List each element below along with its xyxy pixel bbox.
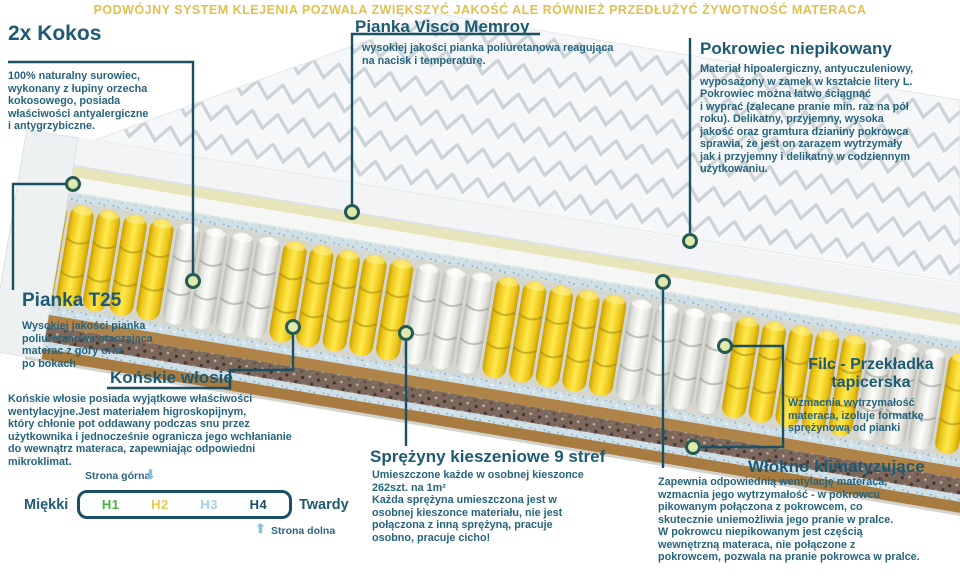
layer-fiber-lower: [27, 338, 960, 534]
callout-marker-visco: [344, 204, 360, 220]
section-konskie-body: Końskie włosie posiada wyjątkowe właściw…: [8, 393, 292, 468]
firmness-scale: H1 H2 H3 H4: [77, 490, 292, 519]
section-wlokno-title: Włókno klimatyzujące: [748, 457, 925, 476]
layer-top-foam: [57, 134, 960, 353]
layer-visco-foam: [55, 164, 960, 363]
top-side-note: Strona górna: [85, 470, 151, 482]
springs-yellow: [718, 312, 870, 442]
springs-yellow: [265, 236, 417, 366]
layer-white-foam: [53, 174, 960, 378]
section-kokos-title: 2x Kokos: [8, 22, 102, 45]
bottom-side-note: Strona dolna: [271, 525, 336, 537]
section-visco-title: Pianka Visco Memroy: [355, 17, 530, 36]
layer-frame-brown-2: [25, 345, 960, 545]
callout-marker-filc-top: [717, 338, 733, 354]
callout-lines: [8, 32, 785, 468]
section-t25-title: Pianka T25: [22, 290, 122, 311]
scale-label-hard: Twardy: [299, 497, 349, 513]
scale-label-soft: Miękki: [24, 497, 69, 513]
section-sprezyny-body: Umieszczone każde w osobnej kieszonce 26…: [372, 469, 584, 544]
springs-white: [612, 294, 737, 419]
section-pokrowiec-title: Pokrowiec niepikowany: [700, 39, 892, 58]
scale-level-1: H1: [101, 497, 120, 512]
layer-fiber-bottom: [32, 304, 960, 501]
callout-marker-konskie: [285, 319, 301, 335]
callout-marker-t25: [65, 176, 81, 192]
callout-line-kokos: [8, 60, 195, 274]
callout-line-visco: [350, 32, 540, 204]
springs-white: [159, 218, 284, 343]
callout-line-filc: [701, 344, 785, 449]
callout-marker-filc-bottom: [685, 439, 701, 455]
section-sprezyny-title: Sprężyny kieszeniowe 9 stref: [370, 447, 606, 466]
scale-level-2: H2: [151, 497, 169, 512]
callout-line-konskie: [107, 335, 295, 390]
callout-line-t25: [11, 182, 66, 290]
section-visco-body: wysokiej jakości pianka poliuretanowa re…: [362, 42, 614, 67]
springs-yellow: [478, 272, 630, 401]
callout-marker-kokos: [185, 273, 201, 289]
scale-level-3: H3: [200, 497, 218, 512]
springs-yellow: [34, 197, 178, 326]
headline: PODWÓJNY SYSTEM KLEJENIA POZWALA ZWIĘKSZ…: [93, 3, 867, 17]
mattress-top-surface: [93, 13, 960, 284]
scale-level-4: H4: [249, 497, 268, 512]
callout-marker-pokrowiec: [682, 233, 698, 249]
mattress-side-cap: [0, 129, 79, 360]
callout-markers: [65, 176, 733, 455]
springs-white: [851, 334, 950, 455]
section-konskie-title: Końskie włosie: [110, 368, 233, 387]
section-wlokno-body: Zapewnia odpowiednią wentylację materaca…: [658, 476, 920, 563]
springs-white: [398, 258, 497, 379]
layer-coconut: [28, 322, 960, 527]
section-pokrowiec-body: Materiał hipoalergiczny, antyuczuleniowy…: [700, 63, 914, 175]
arrow-up-icon: ⬆: [255, 521, 266, 536]
callout-marker-wlokno: [655, 274, 671, 290]
arrow-down-icon: ⬇: [145, 467, 156, 482]
section-t25-body: Wysokiej jakości pianka poliuretanowa ot…: [22, 320, 153, 370]
section-filc-title: Filc - Przekładka tapicerska: [808, 356, 934, 391]
callout-marker-sprezyny: [398, 325, 414, 341]
mattress-front-section: [0, 129, 960, 548]
section-kokos-body: 100% naturalny surowiec, wykonany z łupi…: [8, 70, 149, 132]
section-filc-body: Wzmacnia wytrzymałość materaca, izoluje …: [788, 397, 924, 434]
layer-frame-brown: [30, 312, 960, 512]
layer-fiber-top: [51, 189, 960, 386]
